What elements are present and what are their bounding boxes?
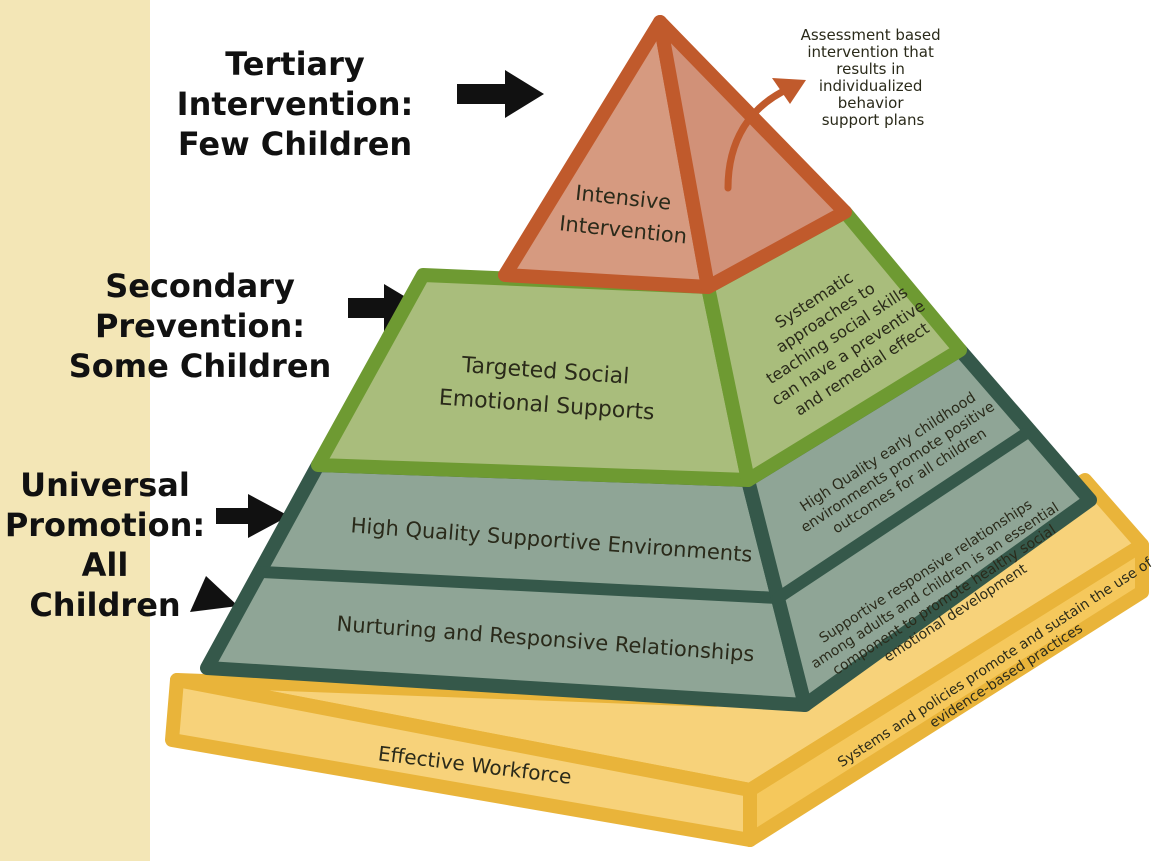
tertiary-level-label: Tertiary Intervention: Few Children: [176, 45, 414, 163]
tertiary-tier: [498, 15, 852, 294]
tertiary-annotation: Assessment based intervention that resul…: [801, 26, 946, 129]
arrow-icon: [216, 494, 289, 538]
curved-arrow-icon: [724, 84, 794, 192]
triangle-pointer-icon: [190, 576, 238, 612]
curved-arrow-head-icon: [772, 78, 806, 104]
secondary-level-label: Secondary Prevention: Some Children: [68, 267, 332, 385]
arrow-icon: [457, 70, 544, 118]
arrow-icon: [348, 284, 424, 332]
universal-level-label: Universal Promotion: All Children: [4, 466, 206, 624]
